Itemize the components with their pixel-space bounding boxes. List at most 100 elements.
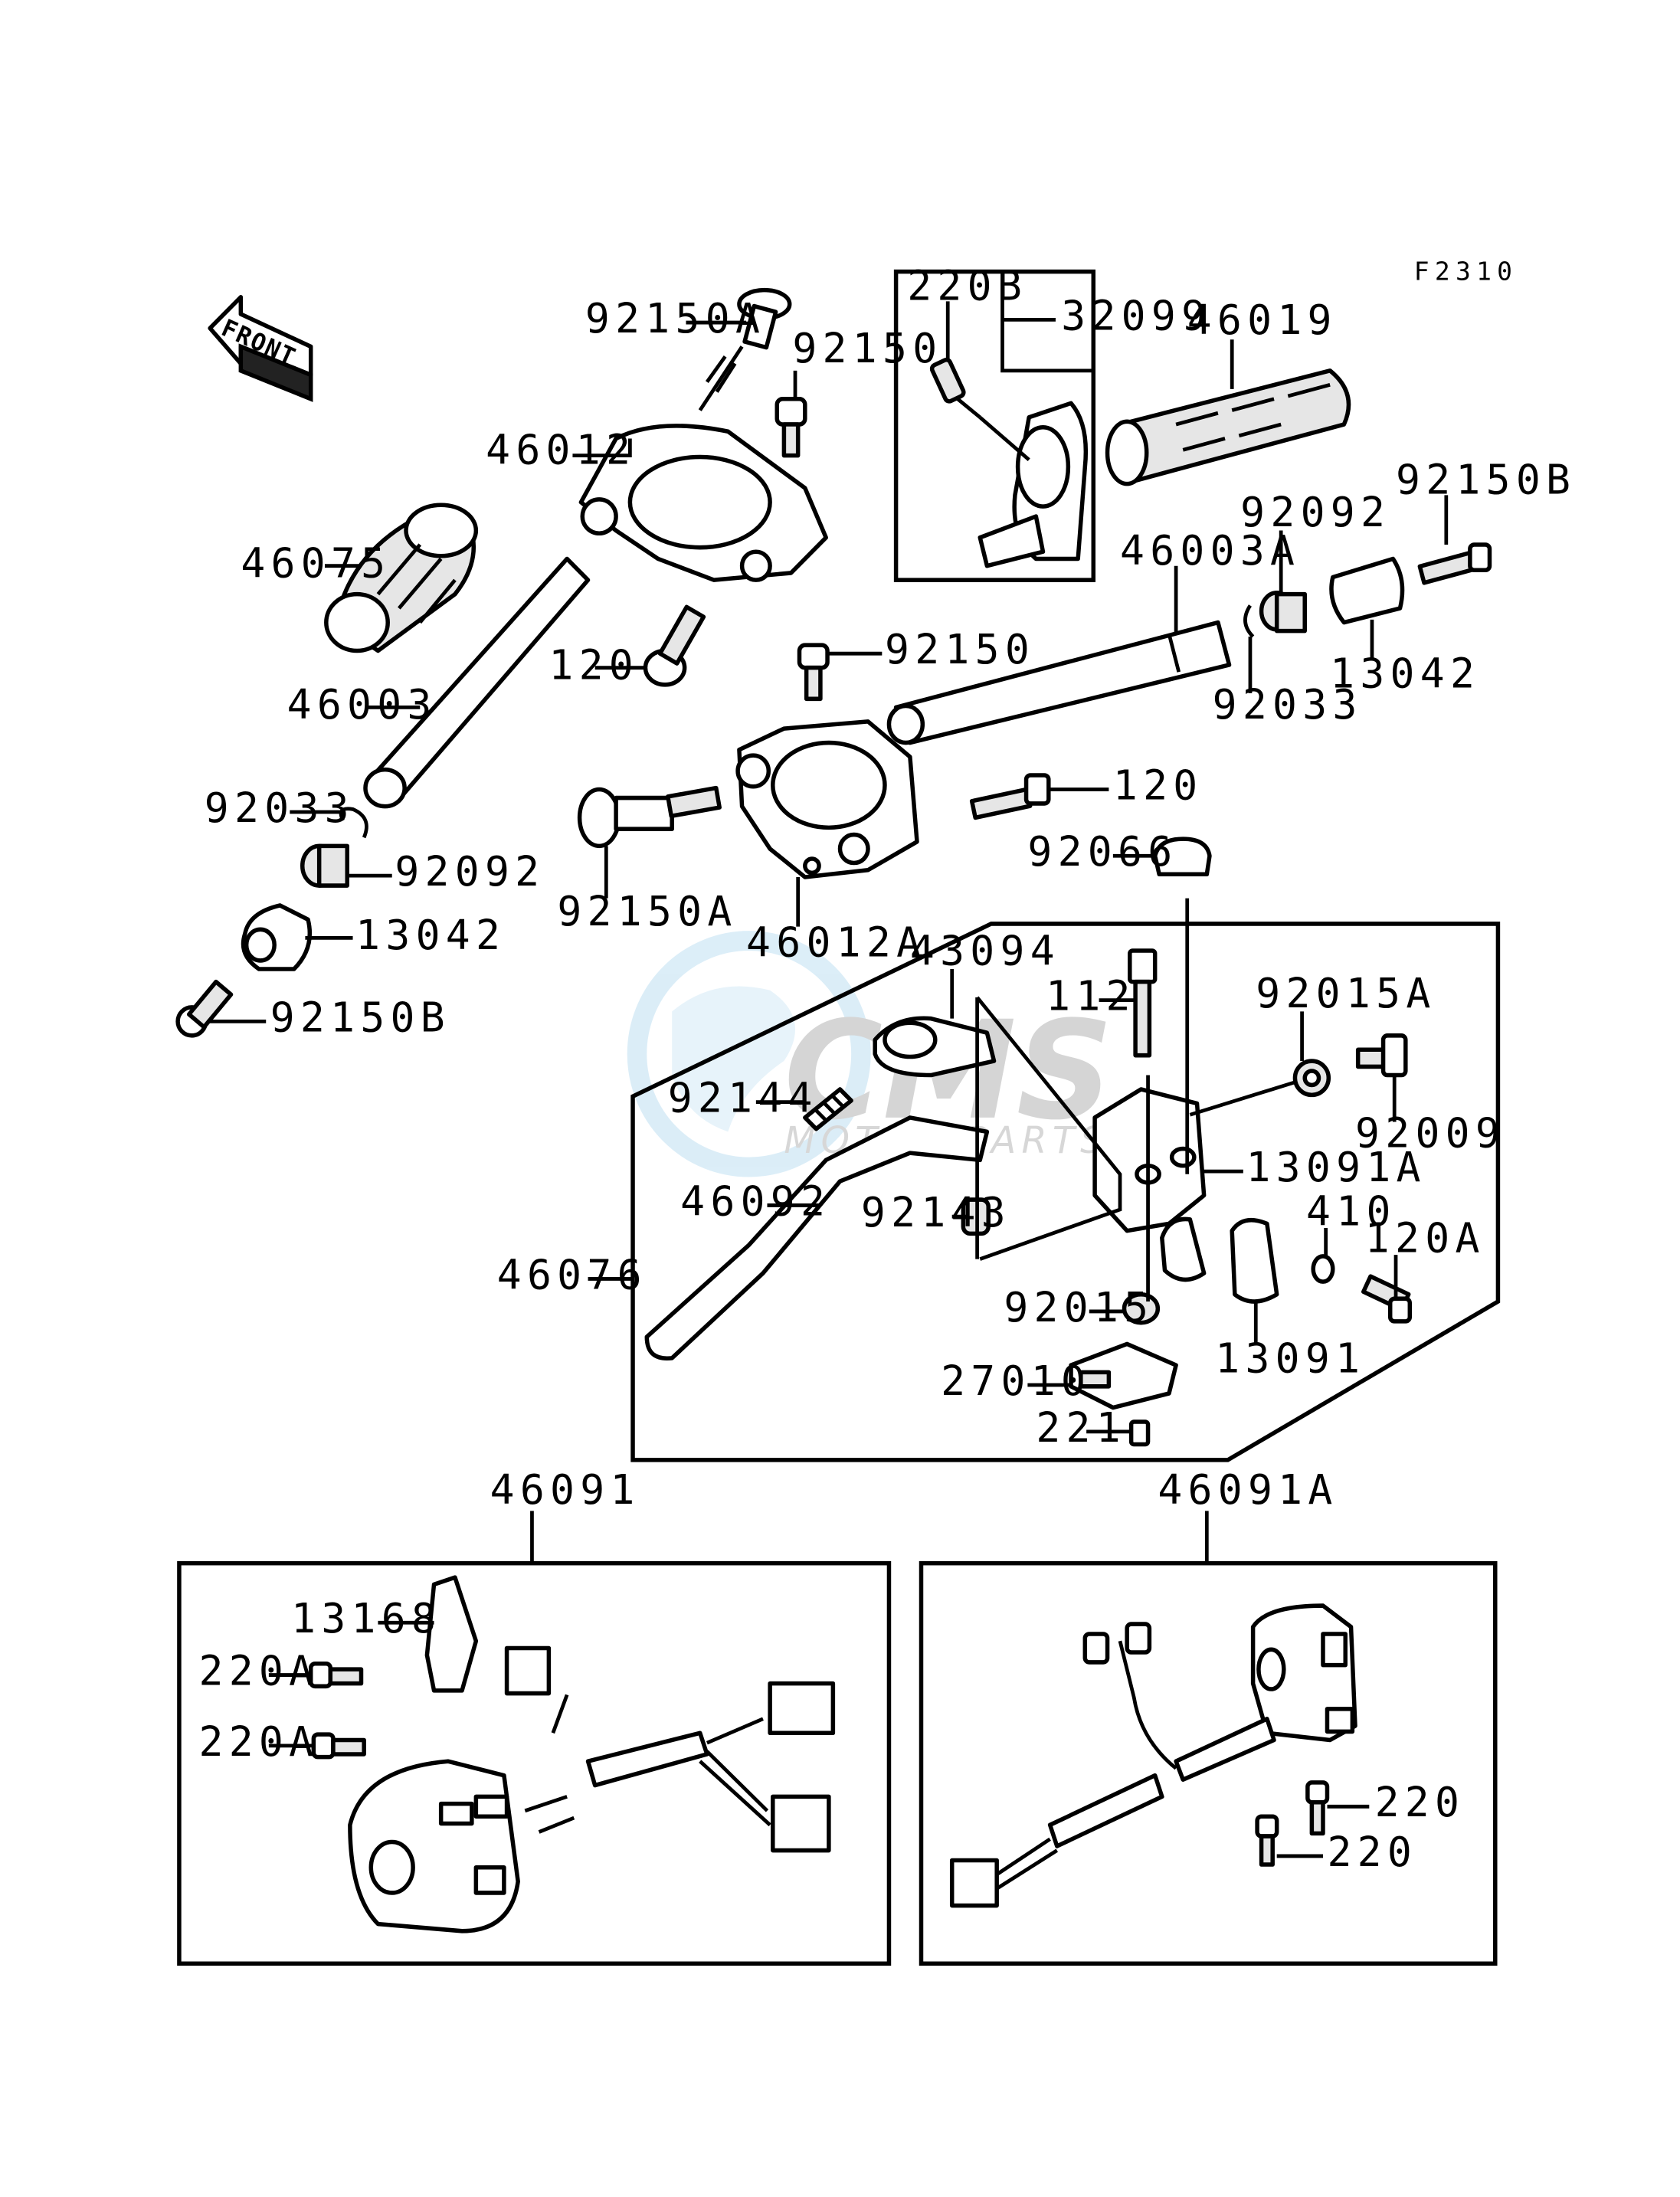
handlebar-holder-46012A bbox=[735, 719, 919, 879]
bolt-120A bbox=[1361, 1274, 1413, 1324]
label-46091: 46091 bbox=[490, 1466, 640, 1514]
assembly-line-a bbox=[975, 996, 1122, 1261]
bolt-112 bbox=[1128, 948, 1158, 1058]
throttle-inset-box bbox=[893, 269, 1096, 582]
label-221: 221 bbox=[1036, 1404, 1126, 1452]
bar-end-13042-left bbox=[241, 903, 313, 971]
label-92009: 92009 bbox=[1355, 1109, 1505, 1157]
label-220-1: 220 bbox=[1375, 1779, 1465, 1826]
bolt-92150B-right bbox=[1417, 542, 1492, 585]
label-46076: 46076 bbox=[497, 1251, 647, 1298]
label-410: 410 bbox=[1306, 1187, 1397, 1235]
assembly-line-e bbox=[1189, 1080, 1296, 1117]
label-46003A: 46003A bbox=[1120, 527, 1300, 575]
label-13042-right: 13042 bbox=[1330, 650, 1480, 697]
bolt-120-left bbox=[643, 604, 706, 687]
clutch-assembly-box bbox=[630, 922, 1501, 1462]
front-arrow-icon: FRONT bbox=[208, 295, 313, 402]
screw-221 bbox=[1128, 1419, 1151, 1447]
bolt-92150A-top bbox=[698, 287, 792, 411]
watermark-globe-land bbox=[672, 986, 796, 1132]
nut-92015A bbox=[1292, 1059, 1331, 1098]
screw-92009 bbox=[1355, 1033, 1408, 1078]
figure-code: F2310 bbox=[1414, 256, 1518, 286]
bar-end-13042-right bbox=[1329, 556, 1405, 625]
label-92066: 92066 bbox=[1027, 828, 1177, 876]
label-92150A-bottom: 92150A bbox=[557, 888, 737, 935]
mount-13168 bbox=[424, 1575, 479, 1693]
left-switch-box bbox=[177, 1560, 892, 1966]
circlip-92033-right bbox=[1243, 604, 1255, 638]
screw-220-2 bbox=[1255, 1814, 1279, 1867]
screw-220B bbox=[929, 357, 981, 419]
label-92015A: 92015A bbox=[1256, 970, 1436, 1017]
spring-92144 bbox=[803, 1087, 853, 1131]
label-46012: 46012 bbox=[486, 426, 636, 473]
screw-220A-1 bbox=[308, 1662, 364, 1689]
handlebar-tube-46003 bbox=[363, 556, 591, 809]
label-46003: 46003 bbox=[287, 681, 437, 729]
label-13091: 13091 bbox=[1215, 1334, 1365, 1382]
label-27010: 27010 bbox=[941, 1357, 1091, 1405]
watermark-globe bbox=[627, 931, 871, 1177]
label-220-2: 220 bbox=[1327, 1829, 1417, 1876]
weight-92092-left bbox=[300, 843, 349, 888]
label-220A-1: 220A bbox=[199, 1647, 319, 1694]
label-46091A: 46091A bbox=[1158, 1466, 1338, 1514]
handlebar-holder-46012 bbox=[578, 424, 828, 582]
right-grip-46019 bbox=[1105, 368, 1351, 486]
bolt-92150A-bottom bbox=[577, 785, 722, 849]
label-92143: 92143 bbox=[861, 1189, 1011, 1236]
leader-lines bbox=[207, 301, 1449, 1858]
label-92033-left: 92033 bbox=[205, 784, 355, 832]
right-switch-harness bbox=[949, 1622, 1276, 1908]
washer-410 bbox=[1311, 1254, 1335, 1284]
label-120-left: 120 bbox=[549, 641, 639, 689]
bolt-92150B-left bbox=[175, 979, 234, 1038]
label-92150A-top: 92150A bbox=[585, 295, 765, 342]
label-220A-2: 220A bbox=[199, 1718, 319, 1766]
clamp-13091 bbox=[1230, 1217, 1279, 1304]
right-switch-housing bbox=[1250, 1603, 1357, 1743]
part-labels: 92150A 92150 220B 32099 46019 46012 4607… bbox=[199, 262, 1576, 1876]
lever-46092 bbox=[644, 1115, 990, 1361]
leader-32099 bbox=[1000, 271, 1094, 373]
handlebar-tube-46003A bbox=[886, 620, 1232, 745]
label-13042-left: 13042 bbox=[355, 912, 506, 959]
label-46092: 46092 bbox=[680, 1177, 830, 1225]
label-92015: 92015 bbox=[1004, 1284, 1154, 1331]
label-46012A: 46012A bbox=[746, 918, 926, 966]
label-43094: 43094 bbox=[910, 927, 1060, 974]
bolt-92150-mid bbox=[797, 643, 830, 702]
screw-220A-2 bbox=[311, 1732, 366, 1760]
weight-92092-right bbox=[1259, 591, 1307, 634]
label-92092-left: 92092 bbox=[395, 848, 545, 895]
label-92033-right: 92033 bbox=[1213, 681, 1363, 729]
left-switch-housing bbox=[348, 1759, 520, 1933]
screw-220-1 bbox=[1305, 1780, 1330, 1836]
label-120A: 120A bbox=[1365, 1214, 1485, 1262]
label-220B: 220B bbox=[907, 262, 1027, 309]
label-46075: 46075 bbox=[241, 539, 391, 587]
label-92092-right: 92092 bbox=[1240, 489, 1390, 536]
label-92150B-right: 92150B bbox=[1396, 456, 1576, 503]
label-120-right: 120 bbox=[1113, 761, 1204, 809]
label-92150B-left: 92150B bbox=[270, 994, 450, 1041]
label-92144: 92144 bbox=[668, 1074, 818, 1121]
cap-92066 bbox=[1152, 837, 1212, 877]
left-switch-harness bbox=[504, 1645, 836, 1853]
label-92150-mid: 92150 bbox=[885, 626, 1035, 673]
bolt-92150-top bbox=[775, 397, 807, 458]
circlip-92033-left bbox=[339, 807, 368, 839]
label-13091A: 13091A bbox=[1246, 1144, 1426, 1191]
throttle-pulley-32099 bbox=[978, 401, 1089, 568]
left-grip-46075 bbox=[324, 503, 479, 653]
label-13168: 13168 bbox=[291, 1595, 441, 1642]
label-32099: 32099 bbox=[1061, 292, 1211, 339]
label-46019: 46019 bbox=[1187, 296, 1338, 344]
adjuster-43094 bbox=[873, 1016, 997, 1078]
label-92150-top: 92150 bbox=[792, 325, 942, 372]
label-112: 112 bbox=[1046, 972, 1136, 1020]
bolt-120-right bbox=[969, 773, 1051, 820]
